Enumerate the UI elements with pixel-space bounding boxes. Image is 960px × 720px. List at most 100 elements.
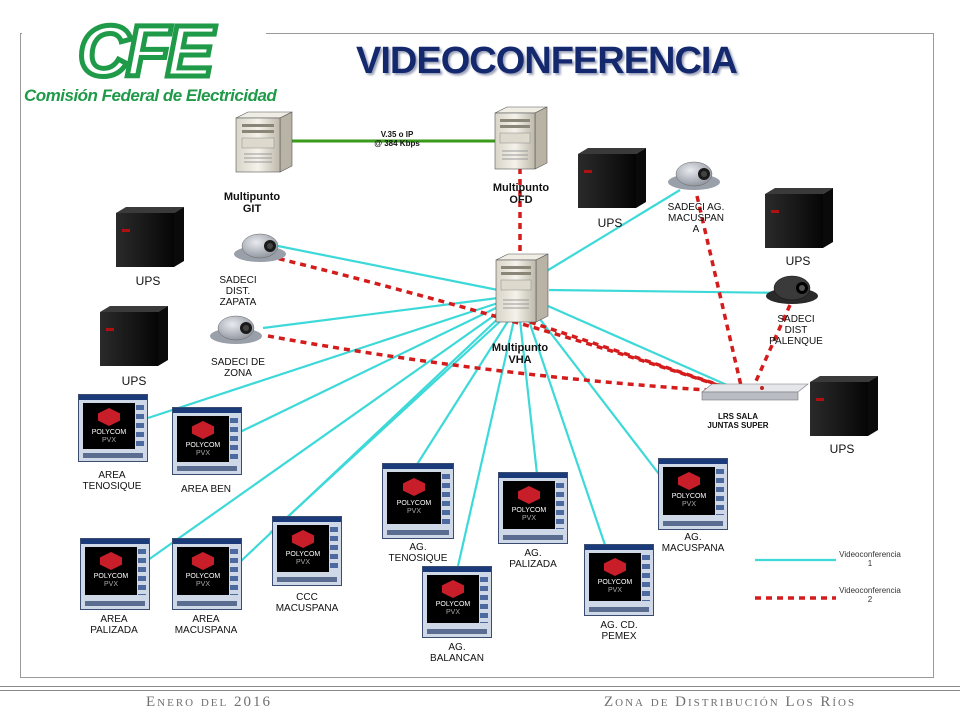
cfe-logo-subtitle: Comisión Federal de Electricidad bbox=[24, 86, 277, 105]
polycom-brand: POLYCOM bbox=[511, 507, 547, 514]
polycom-model: PVX bbox=[103, 581, 118, 588]
link-vha-zapata bbox=[262, 241, 499, 292]
polycom-brand: POLYCOM bbox=[91, 429, 127, 436]
link-vha-zona bbox=[262, 296, 499, 330]
link-vha-ben bbox=[239, 305, 501, 433]
label-ups-2: UPS bbox=[121, 374, 147, 388]
ups-icon-1 bbox=[116, 207, 184, 267]
footer-divider-bottom bbox=[0, 690, 960, 691]
camera-zapata-icon bbox=[234, 233, 286, 262]
label-ag-pemex: AG. CD.PEMEX bbox=[600, 620, 638, 642]
link-vha-ag-palizada bbox=[518, 319, 539, 475]
page-title: VIDEOCONFERENCIA bbox=[356, 40, 738, 82]
cfe-logo-text: CFE bbox=[76, 12, 217, 92]
link-speed-label: V.35 o IP @ 384 Kbps bbox=[374, 130, 420, 148]
link2-palenque-lrs bbox=[750, 304, 792, 391]
link-vha-tenosique-area bbox=[147, 301, 499, 420]
polycom-logo-icon bbox=[292, 530, 314, 548]
cfe-logo: CFE Comisión Federal de Electricidad bbox=[22, 12, 277, 108]
link-vha-palizada-area bbox=[147, 309, 503, 561]
server-vha-icon bbox=[495, 253, 549, 323]
polycom-logo-icon bbox=[98, 408, 120, 426]
link-vha-palenque bbox=[548, 288, 791, 295]
link2-vha-lrs bbox=[529, 320, 741, 394]
polycom-model: PVX bbox=[195, 581, 210, 588]
polycom-logo-icon bbox=[403, 478, 425, 496]
label-ups-1: UPS bbox=[135, 274, 161, 288]
ups-icon-4 bbox=[765, 188, 833, 248]
label-ag-palizada: AG.PALIZADA bbox=[509, 548, 557, 570]
polycom-brand: POLYCOM bbox=[396, 500, 432, 507]
label-ben: AREA BEN bbox=[180, 484, 232, 495]
polycom-model: PVX bbox=[101, 437, 116, 444]
footer-zone: Zona de Distribución Los Ríos bbox=[604, 694, 857, 710]
polycom-model: PVX bbox=[521, 515, 536, 522]
polycom-model: PVX bbox=[607, 587, 622, 594]
polycom-brand: POLYCOM bbox=[185, 442, 221, 449]
polycom-logo-icon bbox=[192, 552, 214, 570]
footer-divider-top bbox=[0, 686, 960, 687]
polycom-logo-icon bbox=[678, 472, 700, 490]
polycom-model: PVX bbox=[295, 559, 310, 566]
link-vha-ag-tenosique bbox=[415, 317, 511, 467]
polycom-brand: POLYCOM bbox=[93, 573, 129, 580]
polycom-logo-icon bbox=[100, 552, 122, 570]
link-vha-ag-macuspana bbox=[535, 313, 663, 479]
ups-icon-2 bbox=[100, 306, 168, 366]
polycom-brand: POLYCOM bbox=[185, 573, 221, 580]
polycom-logo-icon bbox=[518, 486, 540, 504]
label-ag-tenosique: AG.TENOSIQUE bbox=[388, 542, 448, 564]
polycom-model: PVX bbox=[195, 450, 210, 457]
link-vha-macuspana-sadeci bbox=[544, 189, 681, 273]
polycom-logo-icon bbox=[192, 421, 214, 439]
polycom-brand: POLYCOM bbox=[285, 551, 321, 558]
link2-zapata-lrs bbox=[267, 254, 739, 394]
server-ofd-icon bbox=[494, 106, 548, 170]
polycom-logo-icon bbox=[442, 580, 464, 598]
polycom-model: PVX bbox=[445, 609, 460, 616]
polycom-brand: POLYCOM bbox=[435, 601, 471, 608]
label-ups-4: UPS bbox=[785, 254, 811, 268]
polycom-logo-icon bbox=[604, 558, 626, 576]
link-vha-ccc bbox=[269, 315, 507, 534]
label-ag-balancan: AG.BALANCAN bbox=[430, 642, 484, 664]
camera-macuspana-icon bbox=[668, 161, 720, 190]
label-ups-5: UPS bbox=[829, 442, 855, 456]
link-vha-ag-balancan bbox=[456, 319, 516, 567]
link2-macuspana-lrs bbox=[695, 195, 744, 391]
camera-palenque-icon bbox=[766, 275, 818, 304]
ups-icon-5 bbox=[810, 376, 878, 436]
lrs-device-icon bbox=[701, 383, 809, 401]
slide-frame bbox=[20, 33, 934, 678]
polycom-brand: POLYCOM bbox=[671, 493, 707, 500]
polycom-model: PVX bbox=[681, 501, 696, 508]
link-vha-lrs bbox=[547, 304, 746, 395]
label-ups-3: UPS bbox=[597, 216, 623, 230]
link2-zona-lrs bbox=[267, 334, 739, 394]
link-vha-ag-pemex bbox=[526, 317, 607, 546]
label-ag-macuspana: AG.MACUSPANA bbox=[661, 532, 725, 554]
